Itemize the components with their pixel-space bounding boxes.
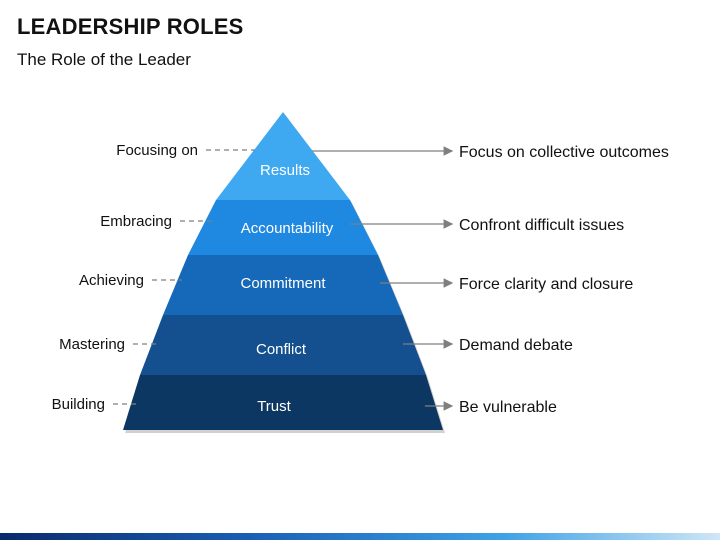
pyramid-layer-results [216,112,350,200]
layer-label-trust: Trust [257,398,291,415]
pyramid-layer-commitment [163,255,403,315]
page-title: LEADERSHIP ROLES [17,14,244,39]
layer-label-conflict: Conflict [256,341,307,358]
left-label-accountability: Embracing [100,213,172,230]
left-label-trust: Building [52,396,105,413]
pyramid-layer-conflict [140,315,426,375]
layer-label-accountability: Accountability [241,220,334,237]
left-label-commitment: Achieving [79,272,144,289]
pyramid-layer-trust [123,375,443,430]
right-label-conflict: Demand debate [459,337,573,354]
right-label-commitment: Force clarity and closure [459,276,633,293]
right-label-accountability: Confront difficult issues [459,217,624,234]
bottom-accent-bar [0,533,720,540]
left-label-conflict: Mastering [59,336,125,353]
pyramid-layer-accountability [188,200,378,255]
right-label-results: Focus on collective outcomes [459,144,669,161]
page-subtitle: The Role of the Leader [17,50,191,69]
layer-label-commitment: Commitment [240,275,326,292]
right-label-trust: Be vulnerable [459,399,557,416]
left-label-results: Focusing on [116,142,198,159]
layer-label-results: Results [260,162,310,179]
